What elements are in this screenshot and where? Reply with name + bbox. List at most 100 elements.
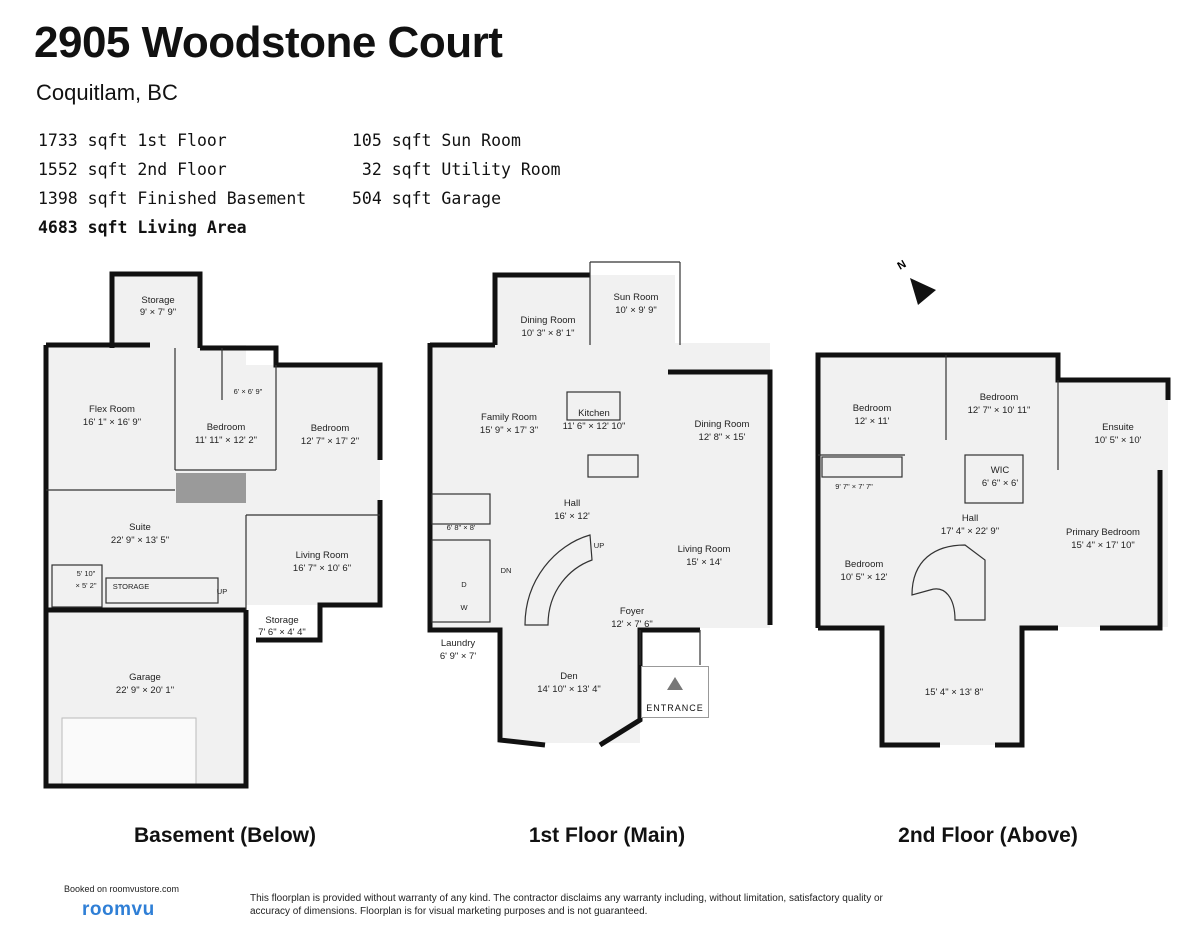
garage-name: Garage: [129, 672, 161, 683]
basement-bedroom1-dim: 11' 11" × 12' 2": [195, 435, 257, 446]
laundry-name: Laundry: [441, 638, 476, 649]
main-floor-plan: Sun Room 10' × 9' 9" Dining Room 10' 3" …: [427, 261, 773, 748]
upper-floor-fill: [818, 355, 1058, 627]
main-floor-label: 1st Floor (Main): [528, 824, 686, 847]
main-walls: [427, 272, 773, 748]
basement-interior-walls: [46, 348, 380, 610]
listing-title: 2905 Woodstone Court: [34, 18, 503, 67]
stat-basement: 1398 sqft Finished Basement: [38, 189, 307, 208]
entrance-marker: ENTRANCE: [641, 666, 709, 718]
den-dim: 14' 10" × 13' 4": [537, 684, 600, 695]
basement-storage-name: Storage: [141, 295, 174, 306]
upper-interior-walls: [818, 355, 1059, 504]
basement-bedroom2-name: Bedroom: [311, 423, 350, 434]
upper-east-fill: [1058, 380, 1168, 627]
upper-bed3-dim: 10' 5" × 12': [841, 572, 888, 583]
upper-floor-plan: N Bedroom 12' × 11' Bedroom 12' 7" × 10'…: [815, 258, 1171, 748]
ensuite-name: Ensuite: [1102, 422, 1134, 433]
foyer-dim: 12' × 7' 6": [611, 619, 653, 630]
basement-storage-fill: [112, 272, 200, 348]
upper-hall-dim: 17' 4" × 22' 9": [941, 526, 999, 537]
den-name: Den: [560, 671, 577, 682]
suite-dim: 22' 9" × 13' 5": [111, 535, 169, 546]
stat-first-floor: 1733 sqft 1st Floor: [38, 131, 227, 150]
dining-right-name: Dining Room: [695, 419, 750, 430]
kitchen-dim: 11' 6" × 12' 10": [563, 421, 626, 432]
upper-bed2-name: Bedroom: [980, 392, 1019, 403]
dining-top-name: Dining Room: [521, 315, 576, 326]
main-north-fill: [495, 275, 675, 345]
main-hall-dim: 16' × 12': [554, 511, 590, 522]
upper-hall-name: Hall: [962, 513, 978, 524]
basement-plan: Storage 9' × 7' 9" Flex Room 16' 1" × 16…: [43, 271, 383, 789]
booked-text: Booked on roomvustore.com: [64, 884, 180, 894]
kitchen-name: Kitchen: [578, 408, 610, 419]
basement-bedroom1-name: Bedroom: [207, 422, 246, 433]
sun-room-name: Sun Room: [614, 292, 659, 303]
basement-storage-dim: 9' × 7' 9": [140, 307, 176, 318]
basement-up-label: UP: [217, 587, 227, 596]
stat-sun-room: 105 sqft Sun Room: [352, 131, 521, 150]
garage-dim: 22' 9" × 20' 1": [116, 685, 174, 696]
basement-small-storage-name: Storage: [265, 615, 298, 626]
upper-bed3-name: Bedroom: [845, 559, 884, 570]
open-to-below-dim: 15' 4" × 13' 8": [925, 687, 983, 698]
stat-second-floor: 1552 sqft 2nd Floor: [38, 160, 227, 179]
upper-bed1-dim: 12' × 11': [855, 416, 890, 427]
basement-east-fill: [246, 365, 380, 605]
main-living-name: Living Room: [678, 544, 731, 555]
ensuite-dim: 10' 5" × 10': [1095, 435, 1142, 446]
disclaimer: This floorplan is provided without warra…: [250, 893, 883, 917]
stat-living-area: 4683 sqft Living Area: [38, 218, 247, 237]
wic-name: WIC: [991, 465, 1010, 476]
main-interior-walls: [431, 261, 701, 665]
flex-room-dim: 16' 1" × 16' 9": [83, 417, 141, 428]
dining-top-dim: 10' 3" × 8' 1": [522, 328, 575, 339]
basement-bedroom2-dim: 12' 7" × 17' 2": [301, 436, 359, 447]
sun-room-dim: 10' × 9' 9": [615, 305, 657, 316]
family-room-dim: 15' 9" × 17' 3": [480, 425, 538, 436]
upper-bath-dim: 9' 7" × 7' 7": [835, 482, 873, 491]
upper-walls: [815, 352, 1171, 748]
dining-right-dim: 12' 8" × 15': [699, 432, 746, 443]
foyer-name: Foyer: [620, 606, 644, 617]
main-floor-fill: [430, 343, 770, 628]
dryer-label: D: [461, 580, 467, 589]
listing-city: Coquitlam, BC: [36, 80, 178, 105]
upper-floor-label: 2nd Floor (Above): [898, 824, 1078, 847]
basement-small-bath-dim2: × 5' 2": [76, 581, 97, 590]
main-living-dim: 15' × 14': [686, 557, 722, 568]
garage-door: [61, 717, 197, 786]
upper-stair: [911, 544, 986, 621]
primary-bedroom-name: Primary Bedroom: [1066, 527, 1140, 538]
roomvu-logo: roomvu: [82, 899, 155, 920]
stat-garage: 504 sqft Garage: [352, 189, 502, 208]
basement-bath-dim: 6' × 6' 9": [234, 387, 263, 396]
basement-walls: [43, 271, 383, 789]
primary-bedroom-dim: 15' 4" × 17' 10": [1071, 540, 1134, 551]
washer-label: W: [460, 603, 468, 612]
main-hall-name: Hall: [564, 498, 580, 509]
stat-utility-room: 32 sqft Utility Room: [352, 160, 561, 179]
north-label: N: [896, 258, 909, 272]
main-dn-label: DN: [501, 566, 512, 575]
basement-living-name: Living Room: [296, 550, 349, 561]
basement-small-bath-dim1: 5' 10": [77, 569, 96, 578]
upper-bed1-name: Bedroom: [853, 403, 892, 414]
wic-dim: 6' 6" × 6': [982, 478, 1019, 489]
main-bath-dim: 6' 8" × 8': [447, 523, 476, 532]
north-arrow-icon: N: [896, 258, 936, 305]
basement-mech-area: [176, 473, 246, 503]
upper-bed2-dim: 12' 7" × 10' 11": [968, 405, 1031, 416]
basement-storage-tag: STORAGE: [113, 582, 150, 591]
upper-south-fill: [882, 627, 1022, 745]
entrance-label: ENTRANCE: [646, 703, 704, 713]
family-room-name: Family Room: [481, 412, 537, 423]
main-up-label: UP: [594, 541, 604, 550]
flex-room-name: Flex Room: [89, 404, 135, 415]
basement-small-storage-dim: 7' 6" × 4' 4": [258, 627, 306, 638]
laundry-dim: 6' 9" × 7': [440, 651, 477, 662]
main-stair: [524, 534, 593, 626]
den-fill: [500, 628, 640, 743]
